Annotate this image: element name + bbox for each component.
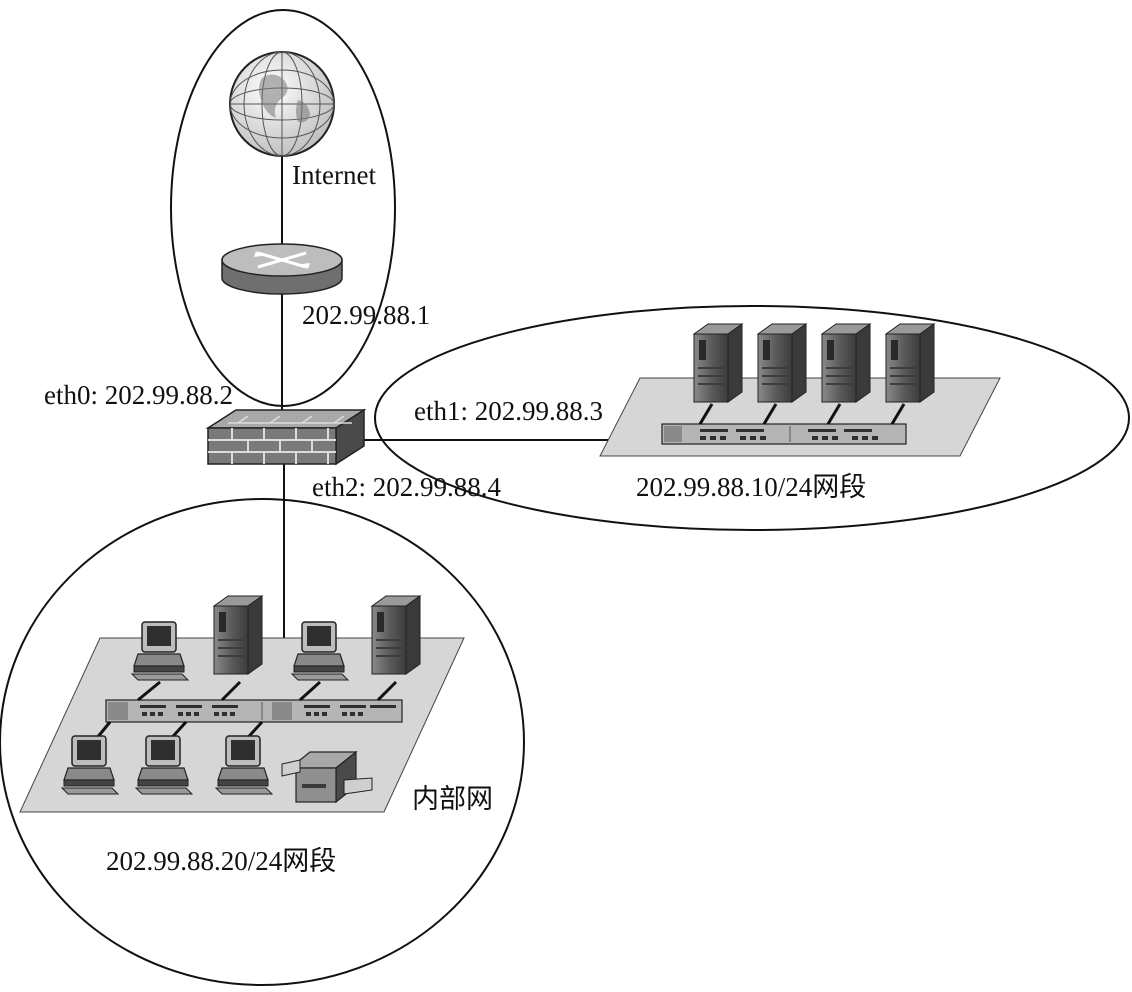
eth2-label: eth2: 202.99.88.4 (312, 472, 501, 502)
dmz-switch (661, 423, 907, 445)
globe-icon (229, 51, 335, 157)
eth1-label: eth1: 202.99.88.3 (414, 396, 603, 426)
internet-zone-outline (170, 9, 396, 407)
internal-server-icon (371, 595, 421, 675)
eth0-label: eth0: 202.99.88.2 (44, 380, 233, 410)
router-icon (221, 243, 343, 295)
printer-icon (281, 750, 373, 804)
dmz-server-icon (821, 323, 871, 403)
internal-lan-segment (19, 595, 465, 813)
internal-server-icon (213, 595, 263, 675)
dmz-server-icon (757, 323, 807, 403)
dmz-server-icon (693, 323, 743, 403)
internal-network-label: 内部网 (412, 784, 493, 814)
internal-segment-label: 202.99.88.20/24网段 (106, 846, 336, 876)
internet-label: Internet (292, 160, 376, 190)
dmz-zone-outline (374, 305, 1130, 531)
dmz-server-icon (885, 323, 935, 403)
dmz-server-segment (599, 323, 1001, 457)
firewall-icon (205, 408, 367, 466)
internal-zone-outline (0, 498, 525, 986)
internal-switch (105, 699, 403, 723)
router-ip-label: 202.99.88.1 (302, 300, 430, 330)
dmz-segment-label: 202.99.88.10/24网段 (636, 472, 866, 502)
